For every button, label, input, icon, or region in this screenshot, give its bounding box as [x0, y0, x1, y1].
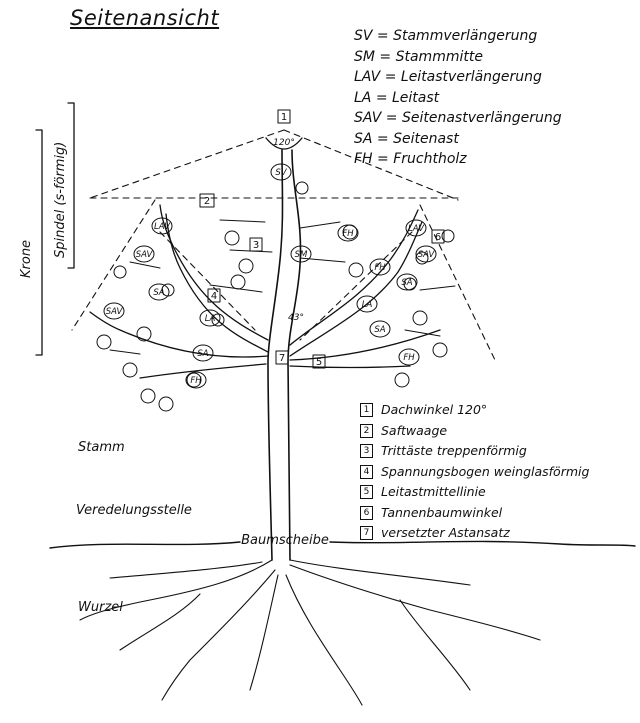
- box-4: 4: [211, 291, 217, 302]
- label-lav-left: LAV: [154, 222, 171, 232]
- label-sav-3: SAV: [106, 307, 124, 317]
- apples: [96, 181, 455, 412]
- legend-abbr-sav: SAV = Seitenastverlängerung: [354, 110, 562, 126]
- label-la-right: LA: [362, 300, 373, 310]
- guide-lines: [71, 129, 496, 361]
- legend-number-box: 3: [360, 444, 373, 459]
- numbered-legend: 1 Dachwinkel 120° 2 Saftwaage 3 Trittäste t…: [360, 400, 589, 544]
- label-sv: SV: [275, 168, 287, 178]
- legend-item-1: 1 Dachwinkel 120°: [360, 400, 589, 421]
- roof-line-right: [283, 129, 459, 201]
- legend-abbr-sm: SM = Stammmitte: [354, 48, 483, 65]
- midline-right: [299, 231, 413, 341]
- legend-abbr-lav: LAV = Leitastverlängerung: [354, 69, 542, 85]
- legend-number-box: 4: [360, 464, 373, 479]
- box-7: 7: [279, 353, 285, 364]
- legend-text: Spannungsbogen weinglasförmig: [381, 463, 590, 479]
- legend-item-3: 3 Trittäste treppenförmig: [360, 441, 589, 462]
- midline-left: [159, 231, 256, 331]
- legend-item-4: 4 Spannungsbogen weinglasförmig: [360, 462, 589, 483]
- label-lav-right: LAV: [408, 224, 425, 234]
- legend-abbr-fh: FH = Fruchtholz: [354, 151, 467, 167]
- label-sa-4: SA: [401, 278, 412, 288]
- leader-right-upper: [289, 209, 419, 346]
- abbreviation-legend: SV = Stammverlängerung SM = Stammmitte L…: [354, 26, 562, 170]
- side-branch-right-lower: [289, 365, 411, 369]
- legend-abbr-sv: SV = Stammverlängerung: [354, 28, 538, 44]
- trunk-left-outline: [267, 149, 284, 561]
- box-1: 1: [281, 112, 287, 123]
- label-sav-1: SAV: [136, 250, 154, 260]
- krone-bracket: [35, 129, 43, 356]
- legend-text: Trittäste treppenförmig: [381, 443, 527, 458]
- label-la-left: LA: [205, 314, 216, 324]
- legend-text: Tannenbaumwinkel: [381, 504, 503, 520]
- roof-line-left: [89, 129, 285, 199]
- number-boxes: [199, 109, 445, 369]
- trunk-right-outline: [287, 149, 302, 561]
- tannenbaum-left: [71, 199, 156, 331]
- label-fh-1: FH: [342, 229, 354, 239]
- box-2: 2: [204, 196, 210, 207]
- label-sa-3: SA: [197, 349, 208, 359]
- label-wurzel: Wurzel: [78, 600, 123, 615]
- angle-label-mid: 43°: [288, 313, 304, 323]
- legend-number-box: 1: [360, 403, 373, 418]
- box-6: 6: [435, 232, 441, 243]
- legend-text: Leitastmittellinie: [381, 484, 486, 499]
- box-3: 3: [253, 240, 259, 251]
- leader-right-lower: [289, 221, 423, 357]
- label-stamm: Stamm: [78, 440, 125, 455]
- legend-number-box: 5: [360, 485, 373, 500]
- legend-text: versetzter Astansatz: [381, 525, 510, 540]
- leader-left-upper: [159, 204, 269, 341]
- angle-label-top: 120°: [273, 138, 295, 148]
- side-branch-left-lower: [139, 363, 267, 379]
- legend-item-5: 5 Leitastmittellinie: [360, 482, 589, 503]
- label-veredelungsstelle: Veredelungsstelle: [76, 503, 192, 518]
- ground-line: [49, 540, 636, 549]
- box-5: 5: [316, 357, 322, 368]
- label-fh-4: FH: [190, 376, 202, 386]
- label-sa-1: SA: [153, 288, 164, 298]
- legend-number-box: 7: [360, 526, 373, 541]
- label-sa-2: SA: [374, 325, 385, 335]
- roots: [79, 559, 541, 706]
- legend-text: Saftwaage: [381, 422, 448, 438]
- legend-item-6: 6 Tannenbaumwinkel: [360, 503, 589, 524]
- label-baumscheibe: Baumscheibe: [241, 533, 329, 548]
- legend-number-box: 2: [360, 423, 373, 438]
- side-branch-right: [289, 329, 441, 361]
- label-ovals: [103, 163, 437, 389]
- legend-abbr-la: LA = Leitast: [354, 89, 440, 106]
- label-fh-2: FH: [374, 263, 386, 273]
- spindel-bracket: [67, 102, 75, 269]
- legend-number-box: 6: [360, 505, 373, 520]
- legend-item-2: 2 Saftwaage: [360, 421, 589, 442]
- leader-left-lower: [165, 213, 269, 353]
- tannenbaum-right: [419, 204, 496, 361]
- label-krone: Krone: [19, 240, 34, 278]
- angle-arc-top: [265, 137, 303, 150]
- label-spindel: Spindel (s-förmig): [53, 142, 68, 258]
- label-sm: SM: [295, 250, 308, 260]
- legend-text: Dachwinkel 120°: [381, 402, 488, 417]
- label-sav-2: SAV: [418, 250, 436, 260]
- legend-item-7: 7 versetzter Astansatz: [360, 523, 589, 544]
- page-title: Seitenansicht: [70, 6, 220, 30]
- label-fh-3: FH: [403, 353, 415, 363]
- legend-abbr-sa: SA = Seitenast: [354, 130, 459, 147]
